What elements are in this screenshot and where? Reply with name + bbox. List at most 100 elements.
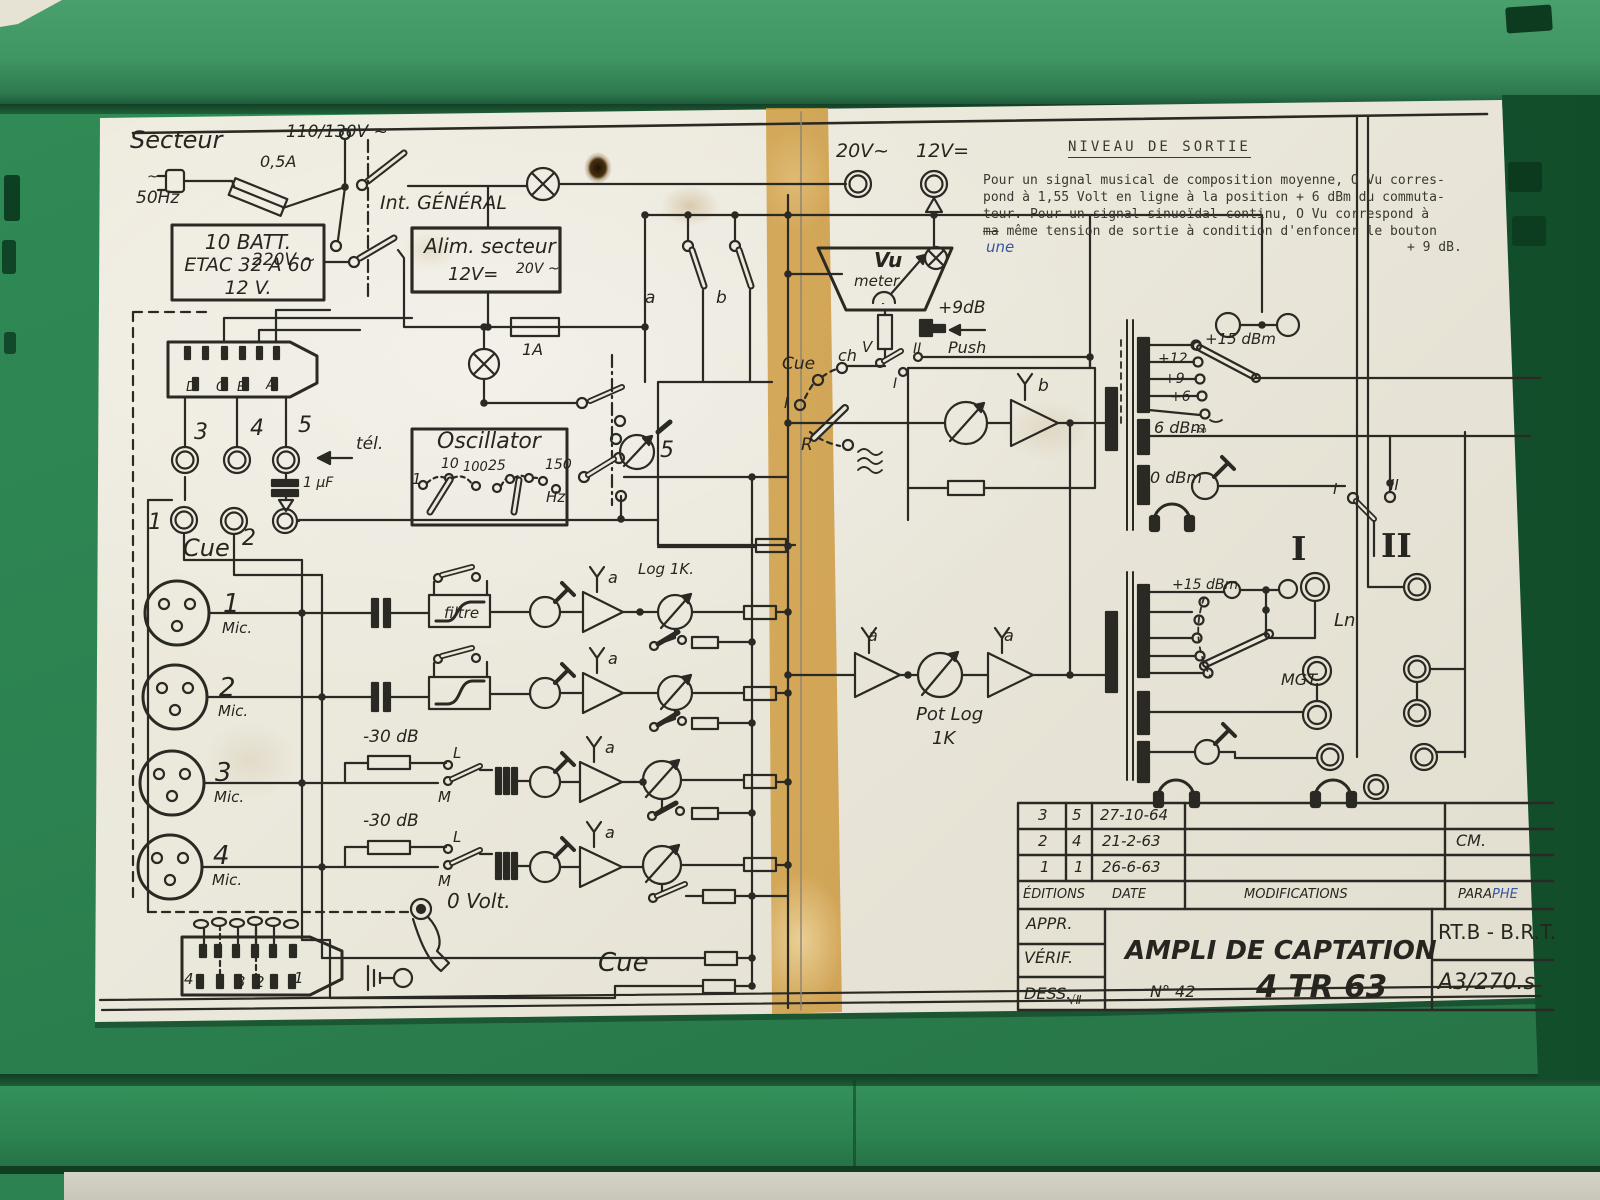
note-handwritten-correction: une xyxy=(986,238,1015,256)
label-push: Push xyxy=(948,338,987,357)
label-amp-a5: a xyxy=(868,626,878,645)
label-sw-ii: II xyxy=(913,341,922,357)
label-jack-5: 5 xyxy=(298,413,312,438)
label-secteur: Secteur xyxy=(130,126,223,154)
label-osc-1: 1 xyxy=(412,470,422,488)
label-mic4: Mic. xyxy=(212,871,243,889)
label-12v-jack: 12V= xyxy=(916,140,970,162)
label-m2: M xyxy=(438,872,451,890)
label-tel: tél. xyxy=(356,434,384,454)
note-line3: teur. Pour un signal sinuoïdal continu, … xyxy=(983,207,1430,222)
label-amp-b: b xyxy=(1038,376,1049,396)
label-log1k: Log 1K. xyxy=(638,560,694,578)
label-jack-1: 1 xyxy=(148,510,162,535)
note-line1: Pour un signal musical de composition mo… xyxy=(983,173,1445,188)
battery-line3: 12 V. xyxy=(224,276,272,299)
label-20v-jack: 20V~ xyxy=(836,140,890,162)
tb-r2-date: 21-2-63 xyxy=(1102,832,1161,850)
label-meter: meter xyxy=(854,272,900,290)
tb-h-paraphe-blue: PHE xyxy=(1492,887,1518,902)
label-v-contact: V xyxy=(862,338,873,356)
label-alim-secteur: Alim. secteur xyxy=(424,234,556,258)
tb-model: 4 TR 63 xyxy=(1256,969,1388,1005)
label-pot5: 5 xyxy=(660,438,674,463)
label-alim-20v: 20V ~ xyxy=(516,261,560,277)
tb-r1-date: 27-10-64 xyxy=(1100,806,1169,824)
label-mic1: Mic. xyxy=(222,619,253,637)
label-0volt: 0 Volt. xyxy=(447,889,511,913)
label-alim-12v: 12V= xyxy=(448,264,499,285)
label-int-general: Int. GÉNÉRAL xyxy=(380,192,507,214)
tb-h-paraphe-black: PARA xyxy=(1458,887,1493,902)
tb-r3-date: 26-6-63 xyxy=(1102,858,1161,876)
label-sw-i: I xyxy=(893,376,898,392)
label-pin-d: D xyxy=(186,380,197,395)
hinge-hole xyxy=(1512,216,1546,246)
label-tap-9: +9 xyxy=(1164,371,1185,387)
label-amp-a6: a xyxy=(1004,626,1014,645)
tb-dess-mark: √Ⅱ xyxy=(1068,993,1082,1007)
label-jack-2: 2 xyxy=(242,526,256,551)
label-osc-hz: Hz xyxy=(546,488,566,506)
label-pin-a: A xyxy=(266,378,275,393)
tb-h-modifications: MODIFICATIONS xyxy=(1244,887,1348,902)
note-line5: + 9 dB. xyxy=(1407,240,1462,255)
label-pin-c: C xyxy=(216,380,226,395)
label-vu: Vu xyxy=(874,248,903,272)
tb-title: AMPLI DE CAPTATION xyxy=(1125,936,1437,966)
label-mic1-num: 1 xyxy=(223,589,240,619)
label-column-ii: II xyxy=(1381,526,1412,565)
label-110-130v: 110/130V ~ xyxy=(286,122,388,142)
tb-appr: APPR. xyxy=(1026,914,1073,933)
label-tap-12: +12 xyxy=(1158,351,1188,367)
tb-org: RT.B - B.R.T. xyxy=(1438,920,1557,944)
label-filtre: filtre xyxy=(444,604,480,622)
label-bottom-pin4: 4 xyxy=(184,970,194,988)
label-amp-a3: a xyxy=(605,738,615,757)
label-m1: M xyxy=(438,788,451,806)
label-pin-b: B xyxy=(237,380,246,395)
label-l2: L xyxy=(453,828,462,846)
label-att30-1: -30 dB xyxy=(363,727,419,747)
label-amp-a2: a xyxy=(608,649,618,668)
tb-r3-ed: 1 xyxy=(1040,858,1050,876)
label-ln: Ln xyxy=(1334,610,1356,631)
label-amp-a4: a xyxy=(605,823,615,842)
label-mic2: Mic. xyxy=(218,702,249,720)
tb-r1-ed: 3 xyxy=(1038,806,1048,824)
battery-line1: 10 BATT. xyxy=(204,230,292,254)
label-cue-selector: Cue xyxy=(782,354,816,374)
note-title: NIVEAU DE SORTIE xyxy=(1068,140,1251,158)
label-amp-a1: a xyxy=(608,568,618,587)
hinge-hole xyxy=(1508,162,1542,192)
label-osc-100: 100 xyxy=(463,460,488,475)
label-0dbm: 0 dBm xyxy=(1150,468,1202,487)
label-tap-6: +6 xyxy=(1170,389,1191,405)
label-osc-150: 150 xyxy=(545,457,572,473)
label-50hz: 50Hz xyxy=(136,188,180,208)
label-sel-i: I xyxy=(784,394,789,412)
label-mic3: Mic. xyxy=(214,788,245,806)
label-220v: 220V ~ xyxy=(252,250,316,270)
label-switch-b: b xyxy=(716,288,727,308)
label-potlog-1k: 1K xyxy=(932,728,956,749)
label-oscillator: Oscillator xyxy=(437,429,541,454)
battery-line2: ETAC 32 A 60 xyxy=(184,254,312,276)
label-6dbm: 6 dBm xyxy=(1154,418,1206,437)
tb-num: N° 42 xyxy=(1150,982,1196,1001)
note-line2: pond à 1,55 Volt en ligne à la position … xyxy=(983,190,1445,205)
tb-h-date: DATE xyxy=(1112,887,1147,902)
label-sw-ii-right: II xyxy=(1390,476,1399,494)
label-jack-3: 3 xyxy=(194,420,208,445)
label-osc-25: 25 xyxy=(488,458,506,474)
tb-r2-n: 4 xyxy=(1072,832,1082,850)
label-l1: L xyxy=(453,744,462,762)
label-sel-r: R xyxy=(801,435,813,455)
label-osc-10: 10 xyxy=(441,456,459,472)
label-fuse-05a: 0,5A xyxy=(260,152,297,171)
label-bottom-pin1: 1 xyxy=(294,969,304,987)
label-switch-a: a xyxy=(645,288,656,308)
tb-sheet: A3/270.s xyxy=(1438,970,1535,995)
